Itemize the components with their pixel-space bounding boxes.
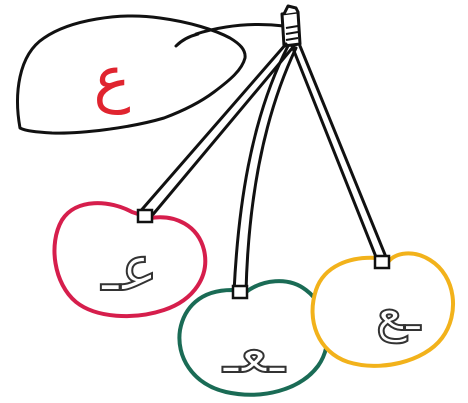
leaf-shape [18,16,246,133]
cherry-medial-form: ـعـ [179,281,327,395]
cherry-final-letter: ـع [376,280,422,344]
stem-right-a [292,46,378,262]
stem-knot [282,6,300,46]
cherry-initial-form: عـ [54,203,205,316]
cherry-final-stem-cap [375,256,389,268]
stem-right-b [300,46,388,262]
cherry-initial-stem-cap [138,210,152,222]
cherry-final-form: ـع [313,253,454,365]
leaf-letter: ع [94,42,131,115]
cherry-medial-letter: ـعـ [222,318,286,386]
cherry-medial-stem-cap [233,286,247,298]
leaf: ع [18,16,246,133]
cherry-initial-letter: عـ [101,232,159,306]
